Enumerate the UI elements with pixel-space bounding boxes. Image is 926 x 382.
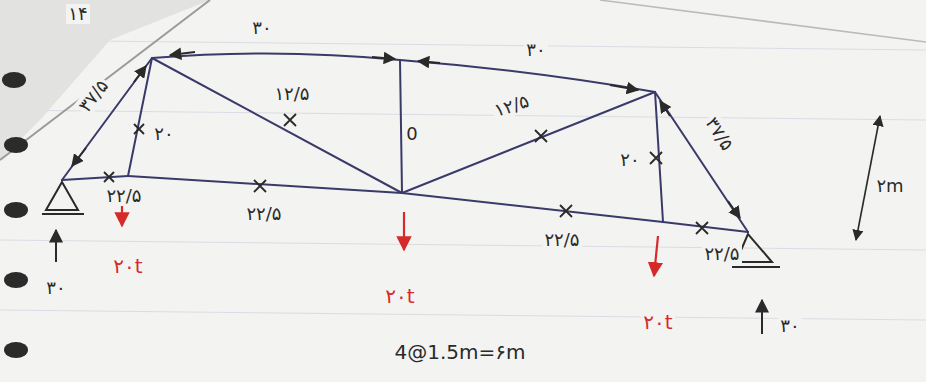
member-force-label: ۲۰t (111, 255, 144, 277)
member-force-label: ۳۰ (44, 278, 67, 298)
member-force-label: ۱۲/۵ (490, 91, 533, 122)
member-force-label: ۲۲/۵ (104, 186, 143, 206)
member-force-label: ۳۰ (524, 40, 547, 60)
member-force-label: ۱۴ (66, 4, 89, 24)
page-edge (600, 0, 926, 42)
member-force-label: ۱۲/۵ (272, 84, 311, 104)
member-force-label: ۲۰ (618, 150, 641, 170)
member-force-label: ۲۲/۵ (702, 244, 741, 264)
member-force-label: ۲m (874, 176, 905, 196)
member-force-label: ۲۰t (641, 311, 674, 333)
member-force-label: ۲۰t (383, 285, 416, 307)
ruled-lines (0, 40, 926, 320)
page-edge (0, 0, 210, 160)
member-force-label: ۳۷/۵ (701, 112, 738, 156)
supports (42, 182, 780, 267)
force-arrows (72, 52, 740, 218)
binder-holes (2, 72, 28, 358)
member-force-label: ۲۲/۵ (244, 204, 283, 224)
member-force-label: 0 (404, 124, 419, 144)
member-force-label: 4@1.5m=۶m (393, 341, 528, 363)
reaction-arrows (56, 230, 762, 334)
member-force-label: ۳۰ (250, 18, 273, 38)
truss-members (62, 53, 748, 232)
load-arrows (122, 196, 658, 276)
page-fold (0, 0, 210, 160)
tension-marks (104, 114, 708, 234)
member-force-label: ۲۲/۵ (542, 230, 581, 250)
member-force-label: ۲۰ (152, 124, 175, 144)
member-force-label: ۳۰ (778, 316, 801, 336)
